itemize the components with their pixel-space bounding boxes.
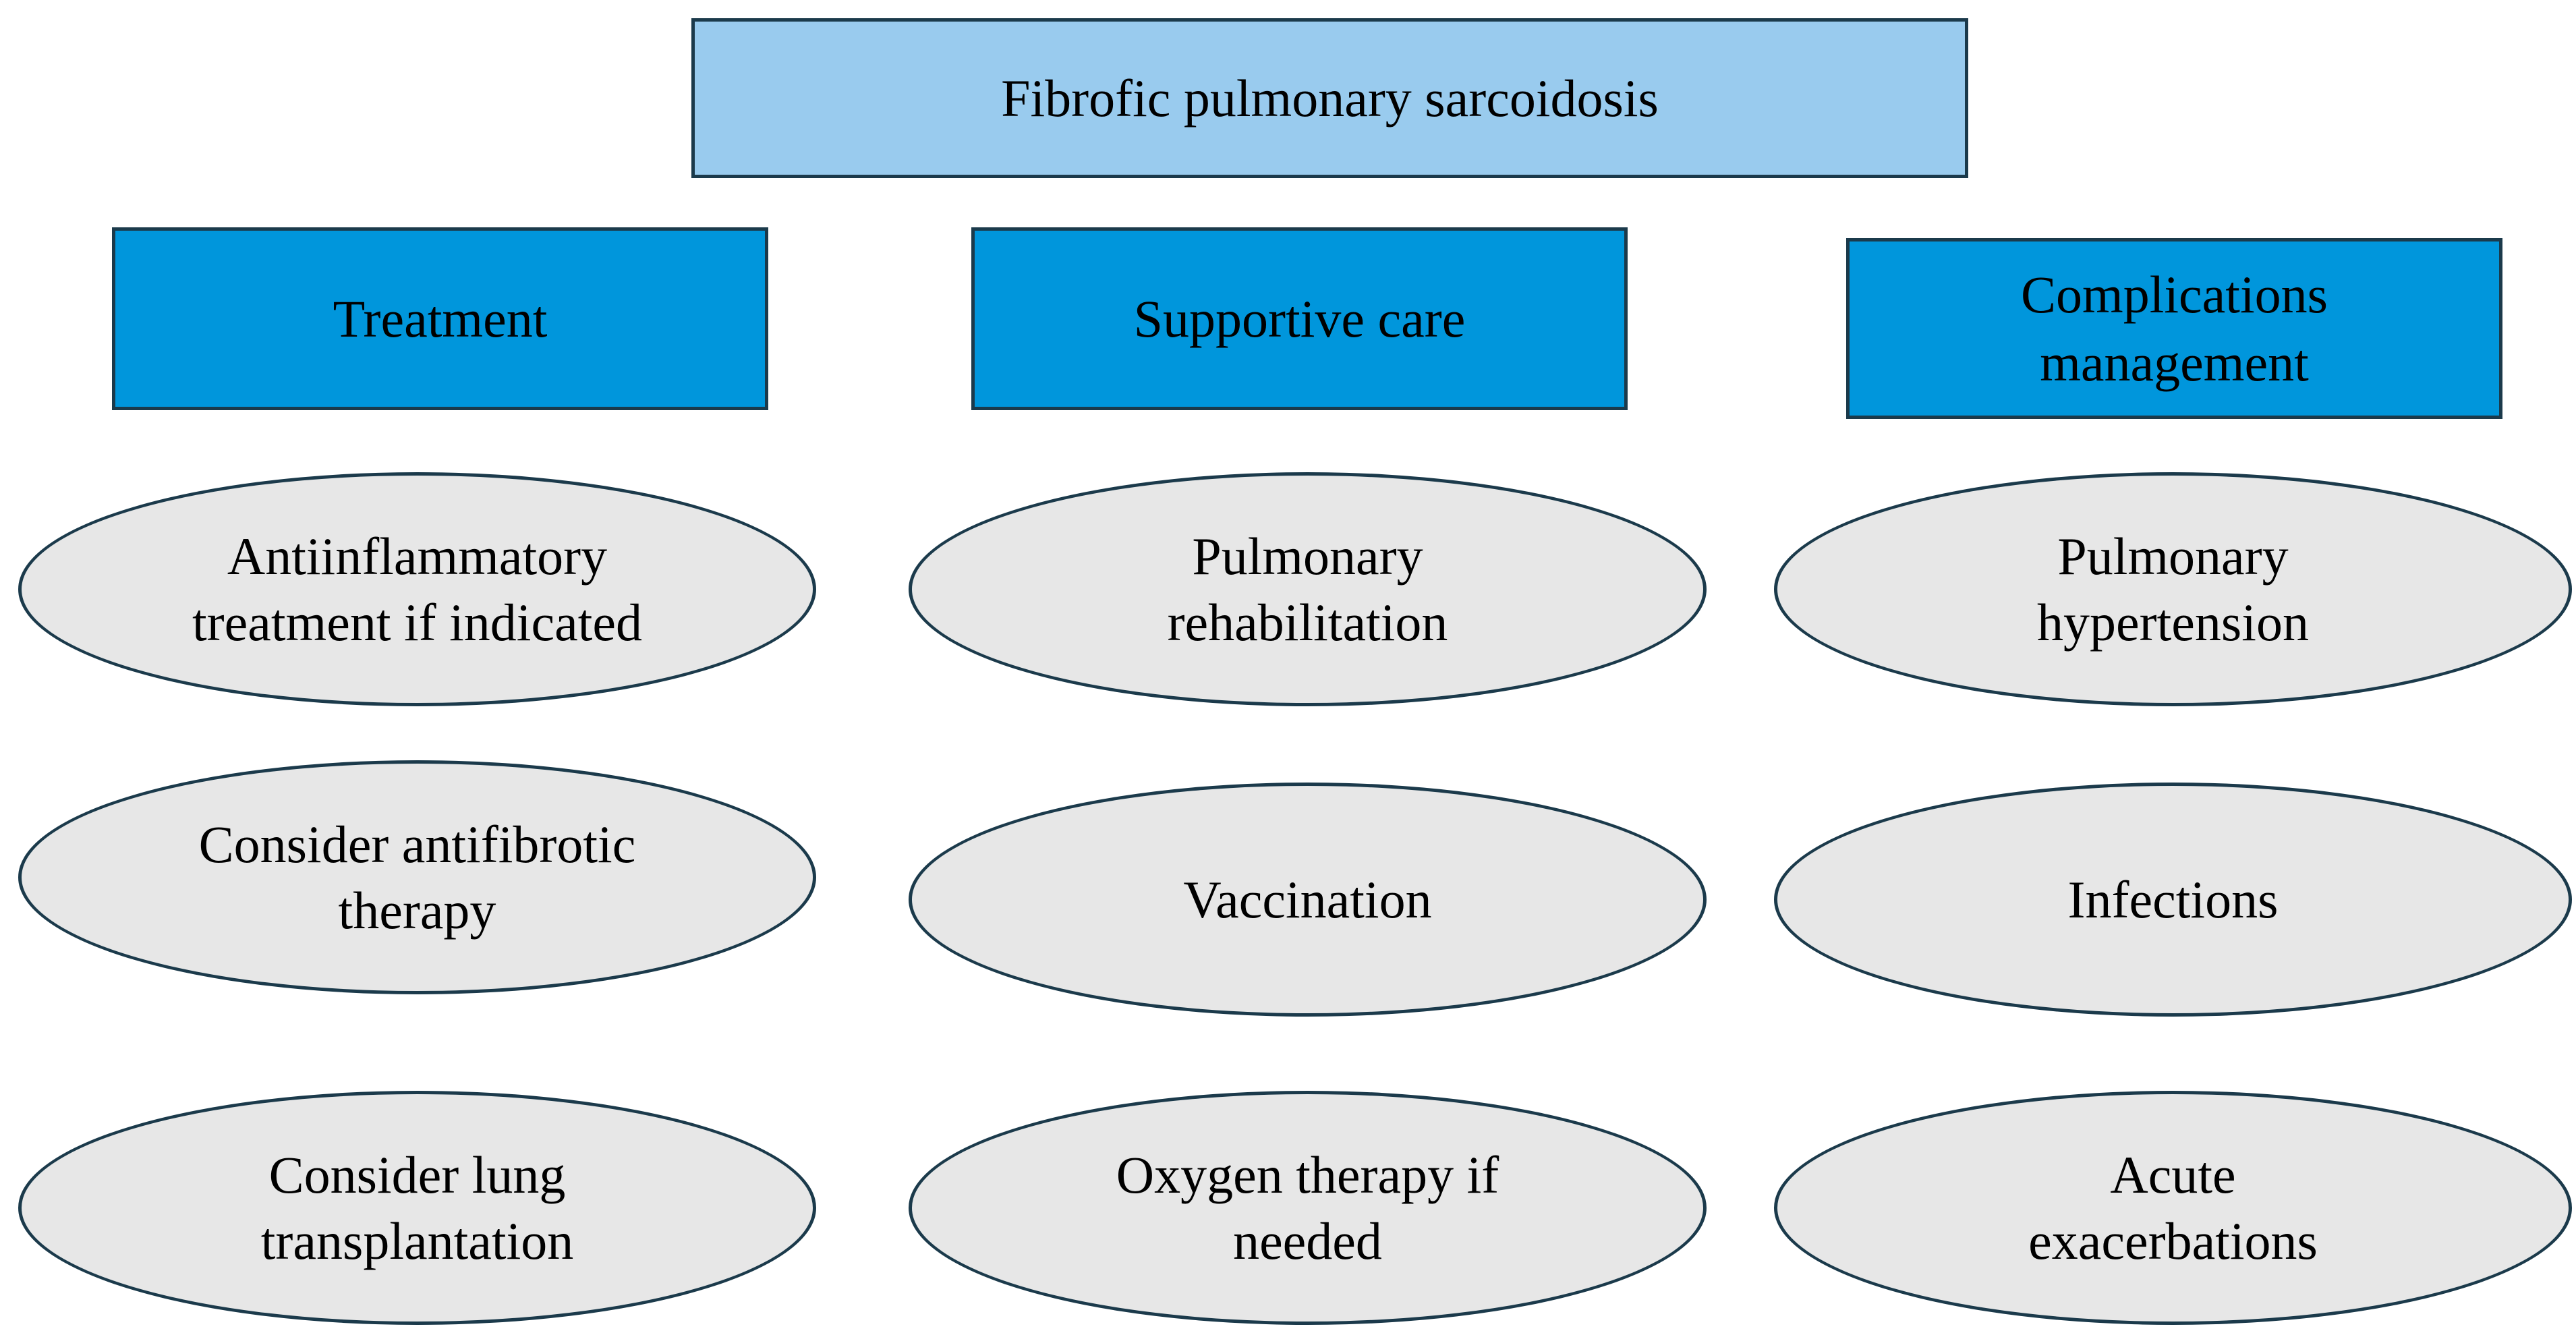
treatment-item-antifibrotic: Consider antifibrotic therapy — [18, 760, 816, 994]
complications-item-infections: Infections — [1774, 783, 2572, 1017]
treatment-item-lung-transplantation: Consider lung transplantation — [18, 1091, 816, 1325]
supportive-item-pulmonary-rehabilitation: Pulmonary rehabilitation — [909, 472, 1707, 706]
oval-label: Oxygen therapy if needed — [1116, 1145, 1499, 1270]
column-header-complications-management: Complications management — [1846, 238, 2502, 419]
column-header-treatment: Treatment — [112, 227, 768, 410]
supportive-item-vaccination: Vaccination — [909, 783, 1707, 1017]
column-header-label: Complications management — [2021, 264, 2328, 392]
oval-label: Vaccination — [1183, 870, 1432, 929]
oval-label: Acute exacerbations — [2028, 1145, 2318, 1270]
column-header-supportive-care: Supportive care — [971, 227, 1628, 410]
diagram-title-label: Fibrofic pulmonary sarcoidosis — [1001, 68, 1659, 127]
oval-label: Infections — [2067, 870, 2279, 929]
oval-label: Consider antifibrotic therapy — [198, 815, 636, 940]
oval-label: Consider lung transplantation — [260, 1145, 574, 1270]
complications-item-pulmonary-hypertension: Pulmonary hypertension — [1774, 472, 2572, 706]
oval-label: Pulmonary rehabilitation — [1167, 527, 1448, 652]
oval-label: Antiinflammatory treatment if indicated — [192, 527, 643, 652]
supportive-item-oxygen-therapy: Oxygen therapy if needed — [909, 1091, 1707, 1325]
column-header-label: Supportive care — [1133, 289, 1466, 348]
treatment-item-antiinflammatory: Antiinflammatory treatment if indicated — [18, 472, 816, 706]
oval-label: Pulmonary hypertension — [2037, 527, 2309, 652]
complications-item-acute-exacerbations: Acute exacerbations — [1774, 1091, 2572, 1325]
column-header-label: Treatment — [333, 289, 548, 348]
diagram-title: Fibrofic pulmonary sarcoidosis — [691, 18, 1968, 178]
